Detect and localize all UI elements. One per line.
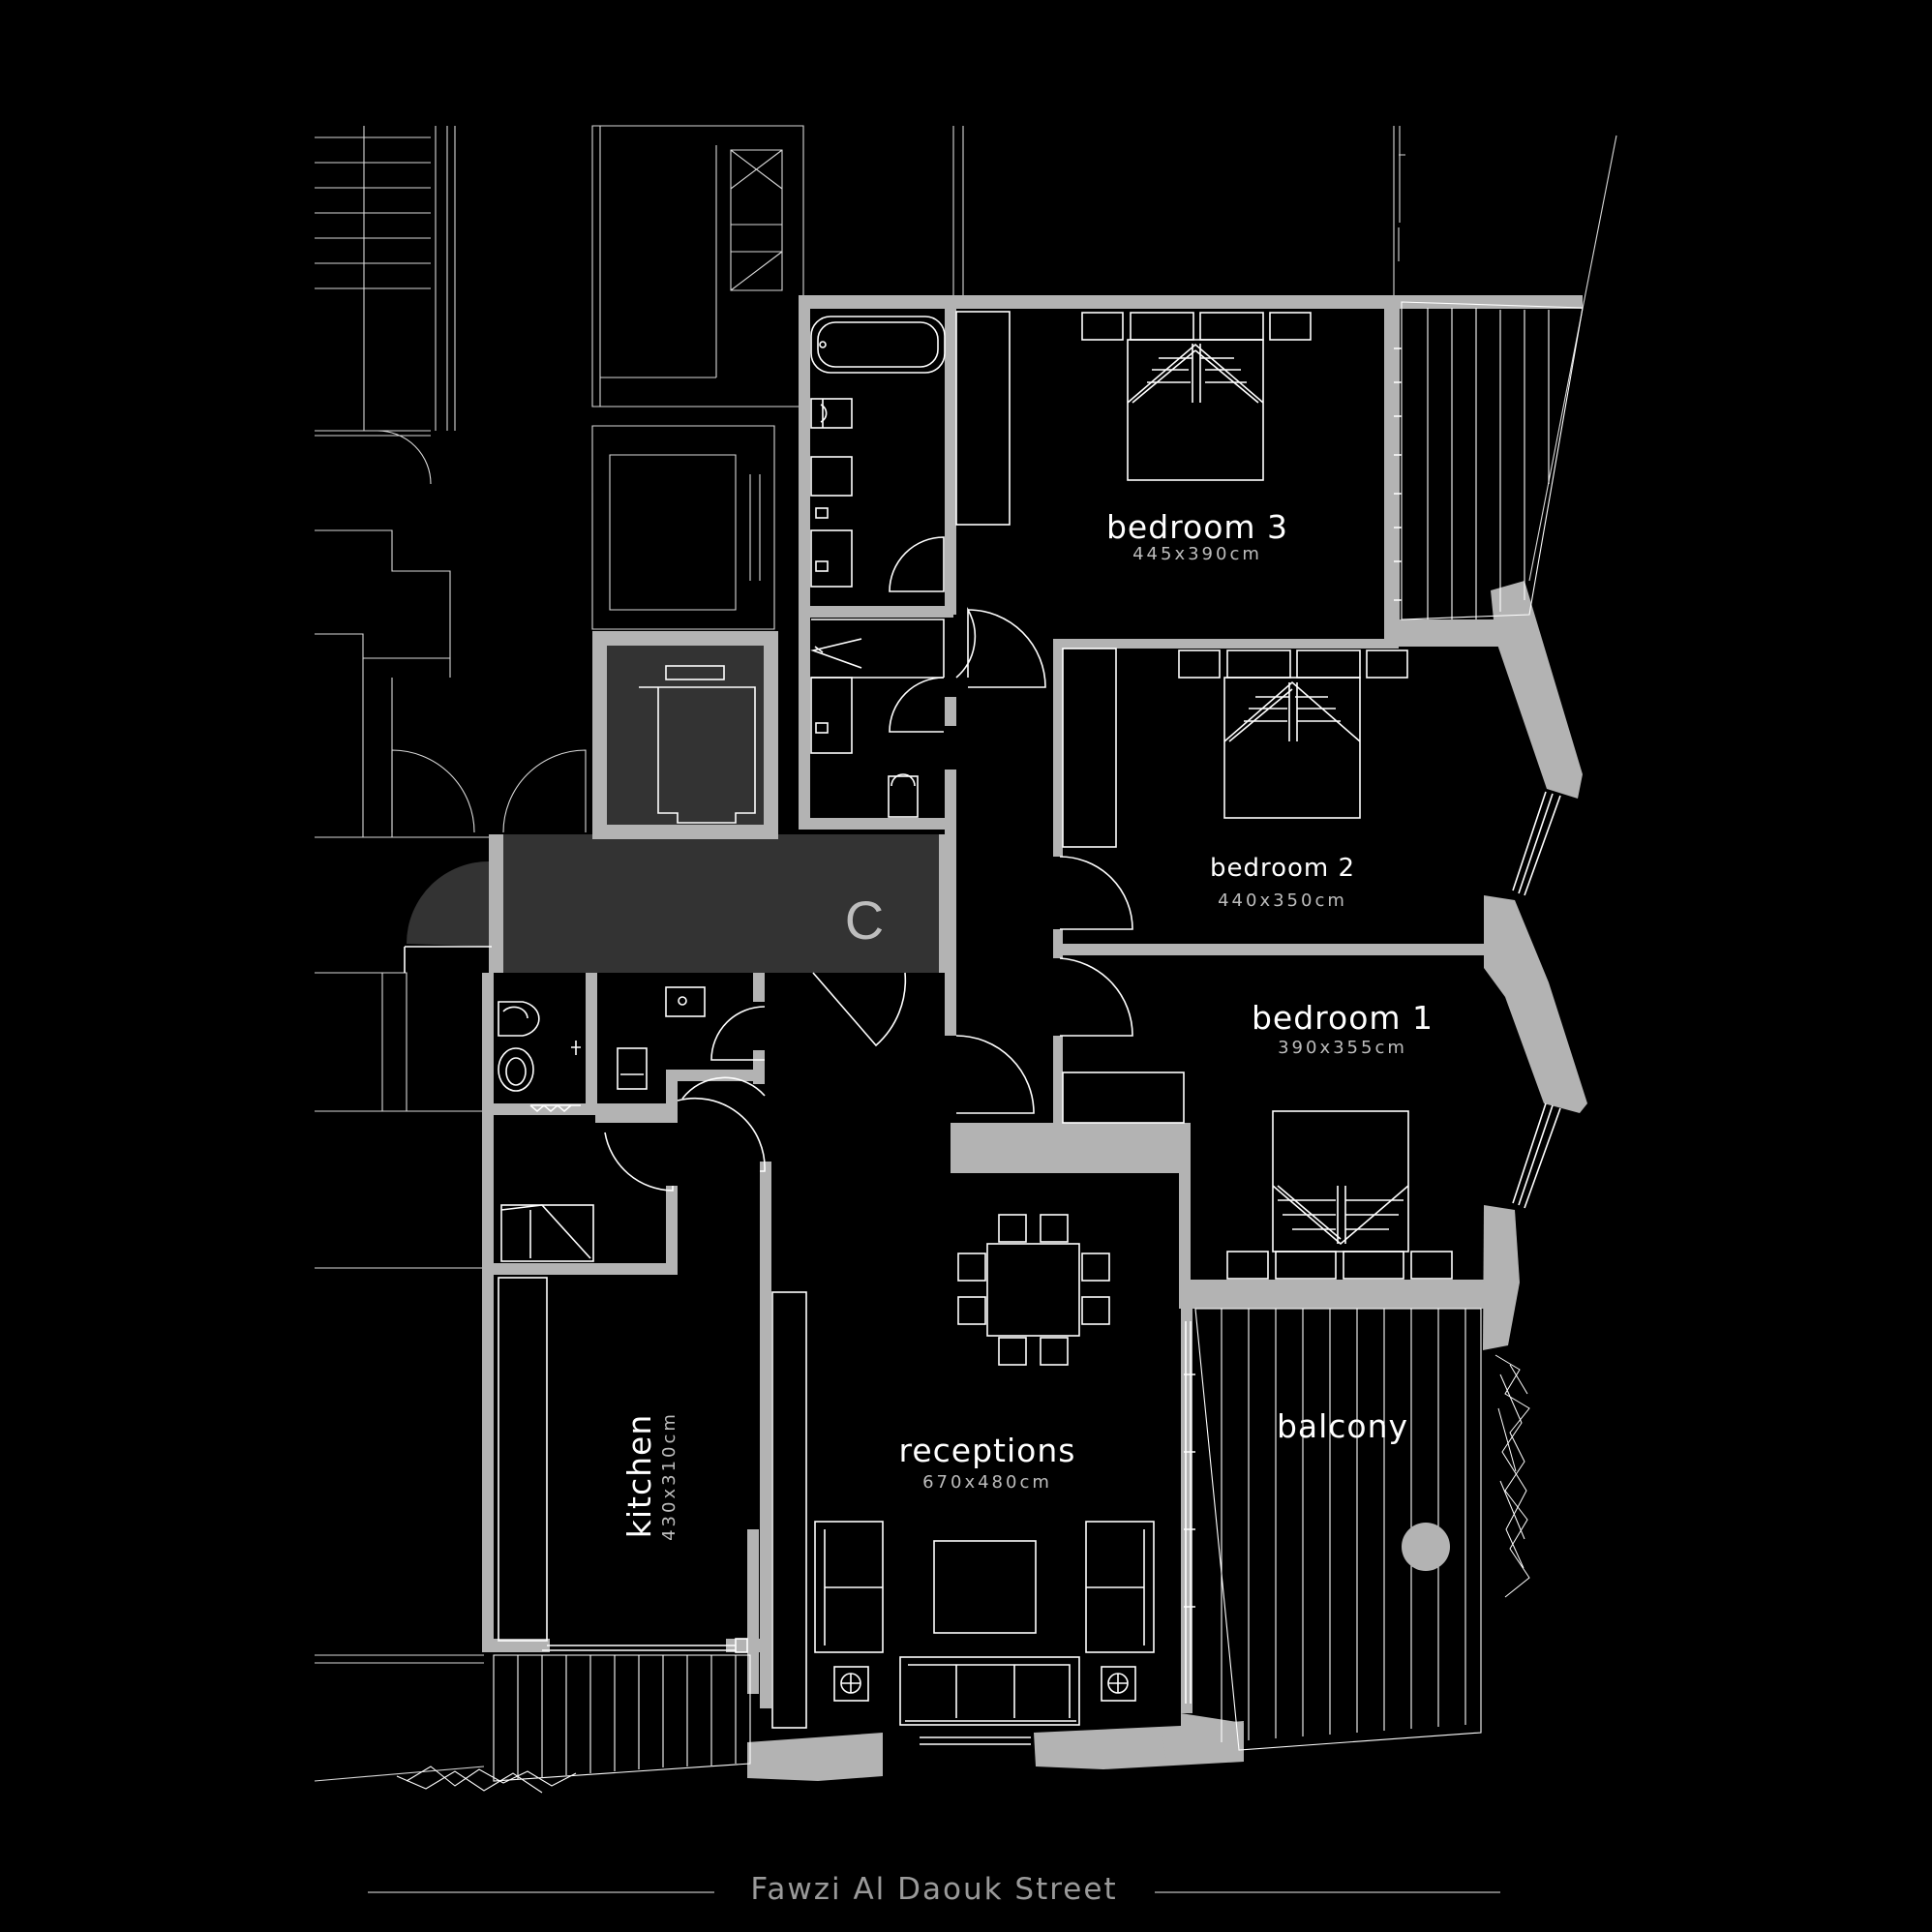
core-label: C — [845, 890, 884, 951]
balcony-decking — [1194, 1308, 1482, 1751]
bedroom1-furniture — [1059, 957, 1453, 1280]
balcony-plants — [1494, 1354, 1530, 1598]
core-area — [404, 631, 952, 1047]
street-name: Fawzi Al Daouk Street — [750, 1872, 1117, 1907]
bedroom3-name: bedroom 3 — [1106, 508, 1288, 546]
bedroom1-name: bedroom 1 — [1252, 999, 1434, 1037]
balcony-name: balcony — [1277, 1407, 1408, 1445]
neighbour-building-lines — [314, 125, 1617, 1782]
bedroom2-furniture — [1062, 648, 1408, 848]
kitchen-name: kitchen — [620, 1414, 658, 1539]
reception-furniture — [771, 1214, 1195, 1745]
bedroom2-name: bedroom 2 — [1210, 854, 1355, 883]
kitchen-size: 430x310cm — [659, 1411, 679, 1541]
corridor-door — [955, 1035, 1035, 1114]
kitchen-fixtures — [498, 1204, 748, 1653]
bathroom-doors — [889, 536, 1046, 733]
receptions-size: 670x480cm — [922, 1472, 1052, 1493]
guest-wc-fixtures — [498, 986, 766, 1192]
top-balcony-decking — [1401, 301, 1584, 620]
bedroom2-size: 440x350cm — [1218, 891, 1347, 911]
bedroom3-furniture — [955, 311, 1402, 601]
bedroom3-size: 445x390cm — [1132, 544, 1262, 564]
bedroom2-door — [1059, 856, 1133, 930]
balcony-planter — [1402, 1523, 1450, 1571]
bedroom1-size: 390x355cm — [1278, 1038, 1407, 1058]
bathroom-fixtures — [810, 316, 946, 818]
walls — [482, 295, 1587, 1781]
kitchen-terrace-decking — [396, 1654, 751, 1794]
receptions-name: receptions — [899, 1432, 1076, 1469]
